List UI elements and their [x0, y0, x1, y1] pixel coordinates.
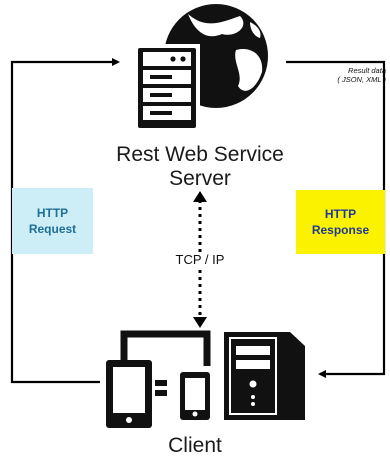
tcp-ip-label: TCP / IP [150, 252, 250, 268]
client-label: Client [168, 434, 222, 457]
http-request-box: HTTP Request [12, 188, 93, 254]
result-note-line1: Result data [348, 66, 386, 75]
http-response-box: HTTP Response [296, 190, 385, 254]
desktop-tower-icon [224, 332, 305, 420]
devices-icon [106, 330, 211, 428]
result-note-line2: ( JSON, XML ) [337, 75, 386, 85]
response-line2: Response [311, 223, 370, 237]
request-line1: HTTP [36, 205, 69, 220]
request-line2: Request [28, 222, 77, 236]
tcp-arrow-up [193, 191, 207, 202]
response-line1: HTTP [324, 206, 357, 221]
server-label: Rest Web Service Server [116, 143, 284, 190]
tcp-arrow-down [193, 317, 207, 328]
result-data-note: Result data ( JSON, XML ) [316, 66, 386, 85]
globe-server-icon [134, 4, 268, 132]
